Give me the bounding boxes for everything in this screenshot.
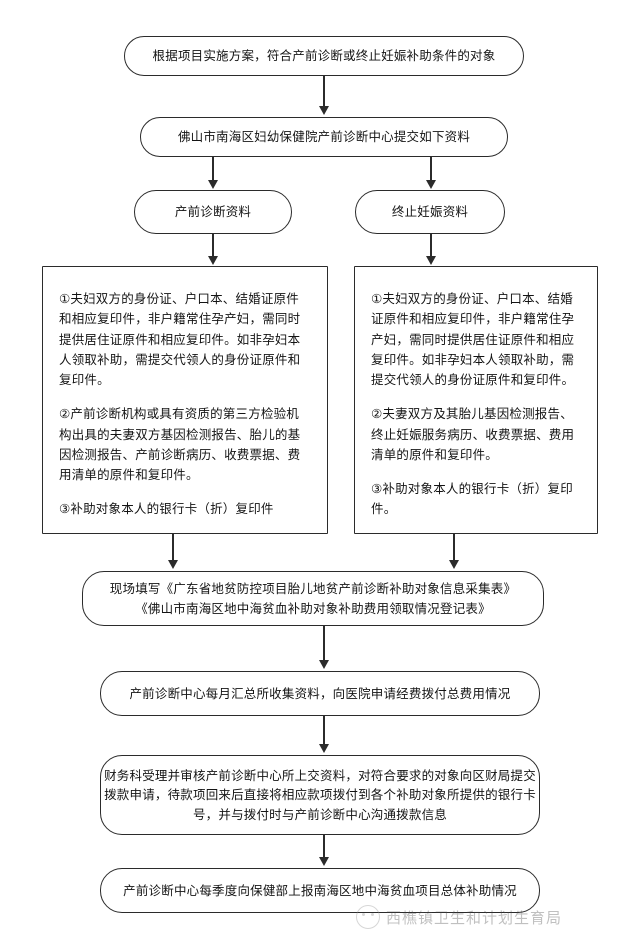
watermark-logo-icon xyxy=(356,905,380,929)
connector-right-detail-to-forms xyxy=(453,534,455,562)
arrowhead-right-branch-to-detail xyxy=(425,256,436,265)
termination-detail-item-3: ③补助对象本人的银行卡（折）复印件。 xyxy=(371,481,573,517)
connector-left-detail-to-forms xyxy=(172,534,174,562)
connector-right-branch-to-detail xyxy=(430,234,432,258)
connector-finance-to-quarterly xyxy=(323,835,325,859)
flow-node-onsite-forms-label: 现场填写《广东省地贫防控项目胎儿地贫产前诊断补助对象信息采集表》 《佛山市南海区… xyxy=(109,581,517,616)
flow-node-prenatal-diagnosis-materials-label: 产前诊断资料 xyxy=(174,204,252,220)
arrowhead-submit-to-left-branch xyxy=(207,180,218,189)
flow-node-start-label: 根据项目实施方案，符合产前诊断或终止妊娠补助条件的对象 xyxy=(152,48,496,64)
flow-node-start: 根据项目实施方案，符合产前诊断或终止妊娠补助条件的对象 xyxy=(124,36,524,76)
prenatal-detail-item-3: ③补助对象本人的银行卡（折）复印件 xyxy=(59,501,274,517)
watermark-text: 西樵镇卫生和计划生育局 xyxy=(386,908,563,927)
flow-node-quarterly-report-label: 产前诊断中心每季度向保健部上报南海区地中海贫血项目总体补助情况 xyxy=(123,882,517,898)
flow-node-termination-detail: ①夫妇双方的身份证、户口本、结婚证原件和相应复印件，非户籍常住孕产妇，需同时提供… xyxy=(354,266,598,534)
arrowhead-finance-to-quarterly xyxy=(318,857,329,866)
flow-node-finance-review: 财务科受理并审核产前诊断中心所上交资料，对符合要求的对象向区财局提交拨款申请，待… xyxy=(100,755,540,835)
connector-forms-to-monthly xyxy=(323,626,325,662)
flow-node-submit-materials-label: 佛山市南海区妇幼保健院产前诊断中心提交如下资料 xyxy=(177,129,471,145)
prenatal-detail-list: ①夫妇双方的身份证、户口本、结婚证原件和相应复印件，非户籍常住孕产妇，需同时提供… xyxy=(59,289,311,520)
termination-detail-list: ①夫妇双方的身份证、户口本、结婚证原件和相应复印件，非户籍常住孕产妇，需同时提供… xyxy=(371,289,581,520)
prenatal-detail-item-1: ①夫妇双方的身份证、户口本、结婚证原件和相应复印件，非户籍常住孕产妇，需同时提供… xyxy=(59,291,301,387)
arrowhead-forms-to-monthly xyxy=(318,660,329,669)
arrowhead-submit-to-right-branch xyxy=(425,180,436,189)
flow-node-pregnancy-termination-materials-label: 终止妊娠资料 xyxy=(391,204,469,220)
flow-node-prenatal-diagnosis-detail: ①夫妇双方的身份证、户口本、结婚证原件和相应复印件，非户籍常住孕产妇，需同时提供… xyxy=(42,266,328,534)
flow-node-pregnancy-termination-materials: 终止妊娠资料 xyxy=(355,190,505,234)
connector-left-branch-to-detail xyxy=(212,234,214,258)
watermark: 西樵镇卫生和计划生育局 xyxy=(356,905,562,929)
connector-start-to-submit xyxy=(323,76,325,108)
termination-detail-item-1: ①夫妇双方的身份证、户口本、结婚证原件和相应复印件，非户籍常住孕产妇，需同时提供… xyxy=(371,291,575,387)
flow-node-monthly-summary: 产前诊断中心每月汇总所收集资料，向医院申请经费拨付总费用情况 xyxy=(100,671,540,716)
arrowhead-left-detail-to-forms xyxy=(167,560,178,569)
arrowhead-start-to-submit xyxy=(318,106,329,115)
arrowhead-right-detail-to-forms xyxy=(448,560,459,569)
flow-node-finance-review-label: 财务科受理并审核产前诊断中心所上交资料，对符合要求的对象向区财局提交拨款申请，待… xyxy=(104,767,536,822)
connector-monthly-to-finance xyxy=(323,716,325,746)
arrowhead-left-branch-to-detail xyxy=(207,256,218,265)
connector-submit-to-left-branch xyxy=(212,157,214,182)
flow-node-submit-materials: 佛山市南海区妇幼保健院产前诊断中心提交如下资料 xyxy=(140,117,508,157)
flow-node-onsite-forms: 现场填写《广东省地贫防控项目胎儿地贫产前诊断补助对象信息采集表》 《佛山市南海区… xyxy=(82,571,544,626)
prenatal-detail-item-2: ②产前诊断机构或具有资质的第三方检验机构出具的夫妻双方基因检测报告、胎儿的基因检… xyxy=(59,406,301,482)
arrowhead-monthly-to-finance xyxy=(318,744,329,753)
flow-node-quarterly-report: 产前诊断中心每季度向保健部上报南海区地中海贫血项目总体补助情况 xyxy=(100,868,540,913)
termination-detail-item-2: ②夫妻双方及其胎儿基因检测报告、终止妊娠服务病历、收费票据、费用清单的原件和复印… xyxy=(371,406,575,462)
flow-node-prenatal-diagnosis-materials: 产前诊断资料 xyxy=(134,190,292,234)
flow-node-monthly-summary-label: 产前诊断中心每月汇总所收集资料，向医院申请经费拨付总费用情况 xyxy=(129,685,511,701)
connector-submit-to-right-branch xyxy=(430,157,432,182)
